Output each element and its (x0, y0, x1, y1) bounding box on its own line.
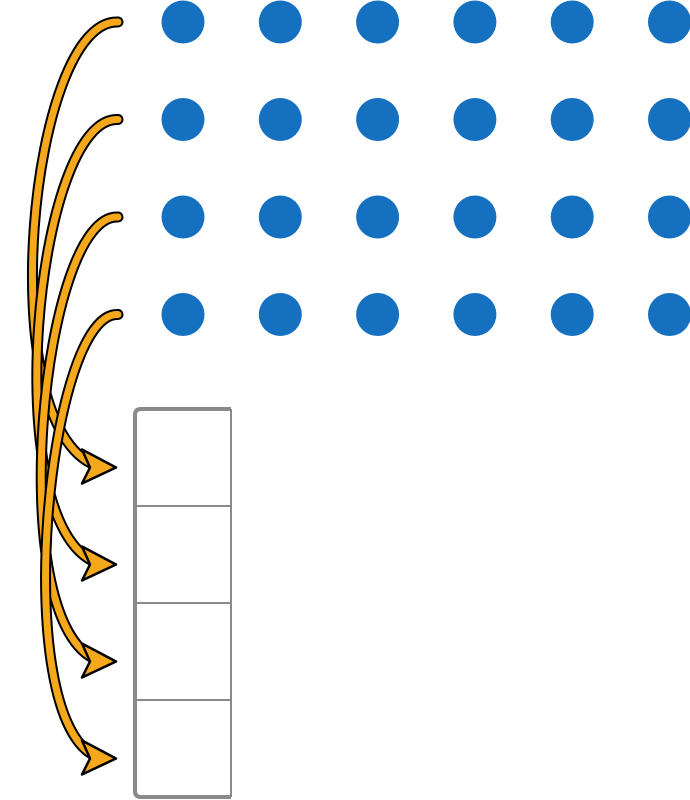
dot-r3-c3 (356, 195, 400, 239)
dot-r1-c3 (356, 0, 400, 44)
arrow-head-3 (80, 642, 118, 679)
dot-r3-c5 (550, 195, 594, 239)
dot-r1-c2 (258, 0, 302, 44)
arrow-head-4 (80, 739, 118, 776)
dot-grid (161, 0, 690, 336)
arrow-row-4-to-cell-4 (40, 308, 124, 776)
dot-r2-c2 (258, 98, 302, 141)
dot-r1-c5 (550, 0, 594, 44)
dot-r3-c1 (161, 195, 205, 239)
arrow-head-1 (80, 448, 118, 485)
dot-r4-c3 (356, 293, 400, 336)
dot-r3-c2 (258, 195, 302, 239)
arrow-row-3-to-cell-3 (35, 211, 124, 679)
dot-r1-c1 (161, 0, 205, 44)
arrow-row-2-to-cell-2 (31, 113, 124, 582)
dot-r4-c2 (258, 293, 302, 336)
dot-r3-c6 (648, 195, 690, 239)
dot-r1-c6 (648, 0, 690, 44)
dot-r2-c5 (550, 98, 594, 141)
dot-r2-c4 (453, 98, 497, 141)
dot-r4-c6 (648, 293, 690, 336)
dot-r1-c4 (453, 0, 497, 44)
column-box-outline (133, 407, 231, 799)
dot-r4-c4 (453, 293, 497, 336)
column-cell-1 (135, 409, 231, 506)
arrow-head-2 (80, 545, 118, 582)
dot-r2-c3 (356, 98, 400, 141)
dot-r2-c6 (648, 98, 690, 141)
column-box (133, 407, 232, 799)
dot-r3-c4 (453, 195, 497, 239)
arrows-layer (27, 16, 124, 776)
dot-r4-c1 (161, 293, 205, 336)
dot-r4-c5 (550, 293, 594, 336)
dot-r2-c1 (161, 98, 205, 141)
column-cell-3 (135, 603, 231, 700)
column-cell-4 (135, 700, 231, 797)
column-cell-2 (135, 506, 231, 603)
